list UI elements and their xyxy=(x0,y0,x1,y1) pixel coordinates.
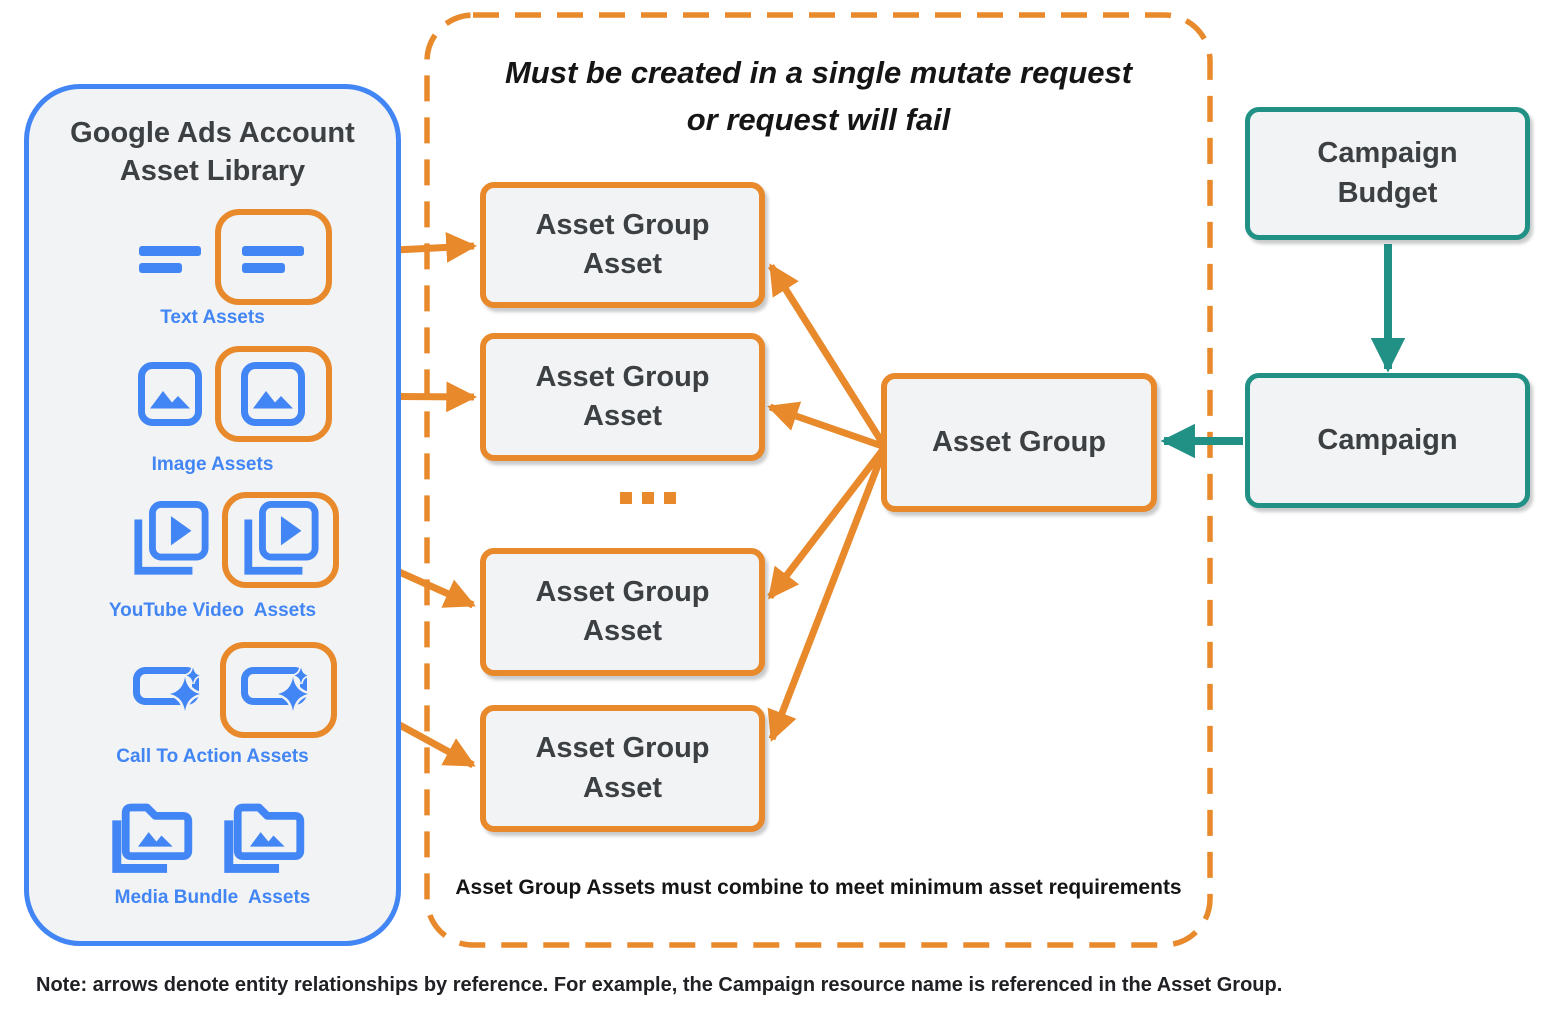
library-title-line2: Asset Library xyxy=(119,154,306,187)
asset-group-asset-label: Asset Group Asset xyxy=(535,732,710,804)
library-title-line1: Google Ads Account xyxy=(70,117,355,149)
call-to-action-asset-icon xyxy=(241,667,314,712)
call-to-action-asset-icon xyxy=(132,667,206,712)
asset-group-asset-box: Asset Group Asset xyxy=(480,705,765,832)
library-row-image-assets xyxy=(29,345,396,443)
arrow-asset-group-to-aga2 xyxy=(767,401,887,451)
campaign-budget-label: Campaign Budget xyxy=(1317,137,1458,209)
mutate-panel-title: Must be created in a single mutate reque… xyxy=(427,50,1210,143)
asset-group-asset-label: Asset Group Asset xyxy=(535,575,710,647)
mutate-panel-title-line1: Must be created in a single mutate reque… xyxy=(504,55,1133,90)
youtube-video-asset-icon xyxy=(244,501,319,575)
selected-youtube-asset-highlight xyxy=(221,492,339,588)
asset-group-asset-box: Asset Group Asset xyxy=(480,333,765,461)
image-asset-icon xyxy=(137,362,202,426)
ellipsis-dot xyxy=(663,492,676,504)
library-label-media-bundle-assets: Media Bundle Assets xyxy=(114,887,311,908)
media-bundle-asset-icon xyxy=(111,803,192,873)
ellipsis-dot xyxy=(619,492,632,504)
library-label-text-assets: Text Assets xyxy=(160,307,265,328)
asset-group-asset-label: Asset Group Asset xyxy=(535,208,710,280)
library-row-cta-assets xyxy=(29,641,396,739)
ellipsis-dot xyxy=(641,492,654,504)
text-asset-icon xyxy=(242,246,304,273)
asset-group-box: Asset Group xyxy=(881,373,1157,512)
arrow-asset-group-to-aga3 xyxy=(767,444,888,600)
selected-text-asset-highlight xyxy=(214,209,332,305)
text-asset-icon xyxy=(138,246,201,273)
library-row-youtube-assets xyxy=(29,491,396,589)
asset-library-panel: Google Ads Account Asset Library Text As… xyxy=(24,84,401,946)
asset-group-asset-box: Asset Group Asset xyxy=(480,548,765,676)
library-label-cta-assets: Call To Action Assets xyxy=(116,746,309,767)
mutate-panel-caption: Asset Group Assets must combine to meet … xyxy=(455,876,1182,899)
library-title: Google Ads Account Asset Library xyxy=(29,115,396,190)
library-label-youtube-assets: YouTube Video Assets xyxy=(108,600,317,621)
campaign-label: Campaign xyxy=(1317,423,1458,456)
asset-group-asset-label: Asset Group Asset xyxy=(535,360,710,432)
campaign-budget-box: Campaign Budget xyxy=(1245,107,1530,240)
arrow-asset-group-to-aga1 xyxy=(768,263,888,449)
asset-group-asset-box: Asset Group Asset xyxy=(480,182,765,308)
selected-cta-asset-highlight xyxy=(219,642,337,738)
library-row-text-assets xyxy=(29,208,396,306)
youtube-video-asset-icon xyxy=(133,501,209,575)
selected-image-asset-highlight xyxy=(214,346,332,442)
asset-group-label: Asset Group xyxy=(931,425,1107,458)
arrow-asset-group-to-aga4 xyxy=(767,445,889,742)
library-row-media-bundle-assets xyxy=(29,787,396,885)
campaign-box: Campaign xyxy=(1245,373,1530,508)
media-bundle-asset-icon xyxy=(223,803,304,873)
library-label-image-assets: Image Assets xyxy=(151,454,274,475)
ellipsis-dots xyxy=(505,492,790,504)
mutate-panel-title-line2: or request will fail xyxy=(686,101,951,137)
image-asset-icon xyxy=(241,362,305,426)
note-text: Note: arrows denote entity relationships… xyxy=(36,974,1283,996)
